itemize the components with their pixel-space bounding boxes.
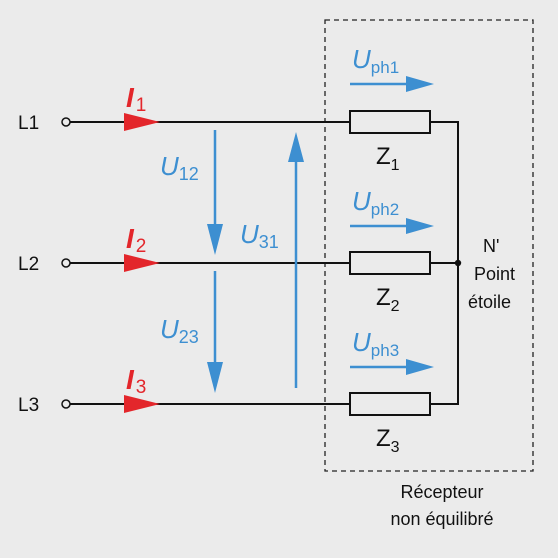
current-arrow-i2 — [124, 254, 160, 272]
impedance-z2 — [349, 251, 431, 275]
phase-voltage-arrowhead-3 — [406, 359, 434, 375]
impedance-label-z3: Z3 — [376, 425, 400, 456]
line-voltage-label-u23: U23 — [160, 314, 199, 347]
phase-voltage-arrowhead-1 — [406, 76, 434, 92]
line-label-l3: L3 — [18, 395, 39, 416]
terminal-l1 — [61, 117, 71, 127]
phase-voltage-label-3: Uph3 — [352, 327, 399, 360]
line-voltage-label-u12: U12 — [160, 151, 199, 184]
impedance-z1 — [349, 110, 431, 134]
current-arrow-i1 — [124, 113, 160, 131]
star-point-name: N' — [483, 236, 499, 256]
line-voltage-arrowhead-u12 — [207, 224, 223, 255]
line-voltage-label-u31: U31 — [240, 219, 279, 252]
receiver-box — [324, 19, 534, 472]
star-point-node — [454, 259, 462, 267]
impedance-label-z1: Z1 — [376, 143, 400, 174]
impedance-label-z2: Z2 — [376, 284, 400, 315]
receiver-label-line2: non équilibré — [390, 509, 493, 529]
line-label-l1: L1 — [18, 113, 39, 134]
phase-voltage-label-2: Uph2 — [352, 186, 399, 219]
current-arrow-i3 — [124, 395, 160, 413]
star-point-label-line2: étoile — [468, 292, 511, 312]
terminal-l3 — [61, 399, 71, 409]
impedance-z3 — [349, 392, 431, 416]
receiver-label-line1: Récepteur — [400, 482, 483, 502]
phase-voltage-label-1: Uph1 — [352, 44, 399, 77]
line-voltage-arrowhead-u23 — [207, 362, 223, 393]
line-label-l2: L2 — [18, 254, 39, 275]
star-point-label-line1: Point — [474, 264, 515, 284]
terminal-l2 — [61, 258, 71, 268]
phase-voltage-arrowhead-2 — [406, 218, 434, 234]
line-voltage-arrowhead-u31 — [288, 132, 304, 162]
